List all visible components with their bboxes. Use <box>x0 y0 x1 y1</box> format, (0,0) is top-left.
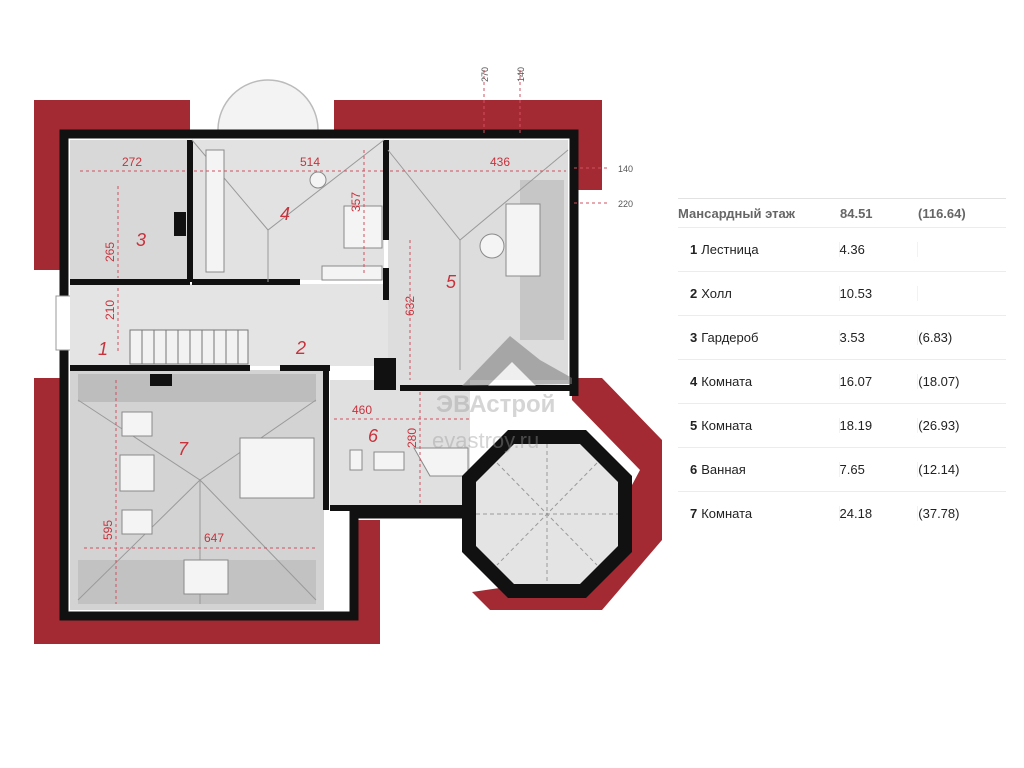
room-area-extra: (12.14) <box>918 462 960 477</box>
room-area-extra: (18.07) <box>918 374 960 389</box>
room-area: 7.65 <box>840 462 919 477</box>
room-floors <box>70 140 568 610</box>
room-number: 6 <box>368 426 379 446</box>
room-area-extra: (26.93) <box>918 418 960 433</box>
room-index: 5 <box>690 418 698 433</box>
floor-plan: 272 514 436 357 265 210 632 460 280 595 … <box>34 67 662 644</box>
room-area: 3.53 <box>840 330 919 345</box>
room-number: 7 <box>178 439 189 459</box>
dim-label: 210 <box>103 300 117 320</box>
dim-label-small: 140 <box>516 67 526 82</box>
column-3 <box>174 212 186 236</box>
column-7 <box>150 374 172 386</box>
dim-label-small: 140 <box>618 164 633 174</box>
dim-label: 436 <box>490 155 510 169</box>
dim-label: 632 <box>403 296 417 316</box>
dim-label: 460 <box>352 403 372 417</box>
interior-walls <box>70 140 570 511</box>
chimney <box>374 358 396 390</box>
watermark-site: evastroy.ru <box>432 428 539 453</box>
room-name: Ванная <box>701 462 746 477</box>
dim-label: 357 <box>349 192 363 212</box>
room-area: 10.53 <box>840 286 919 301</box>
dim-label-small: 270 <box>480 67 490 82</box>
dimension-lines <box>80 70 610 604</box>
room-area: 16.07 <box>840 374 919 389</box>
room-name: Лестница <box>701 242 759 257</box>
room-area-extra: (37.78) <box>918 506 960 521</box>
room-index: 4 <box>690 374 698 389</box>
total-area: 84.51 <box>840 205 873 221</box>
watermark-brand: ЭВАстрой <box>436 391 555 418</box>
room-number: 1 <box>98 339 108 359</box>
dim-label: 280 <box>405 428 419 448</box>
room-number: 5 <box>446 272 457 292</box>
room-index: 2 <box>690 286 698 301</box>
watermark-logo: ЭВАстрой evastroy.ru <box>432 336 572 453</box>
room-name: Холл <box>701 286 732 301</box>
dim-label: 647 <box>204 531 224 545</box>
room-area: 18.19 <box>840 418 919 433</box>
outer-walls <box>59 129 579 621</box>
stair-opening-left <box>55 295 73 351</box>
room-area: 24.18 <box>840 506 919 521</box>
room-name: Комната <box>701 418 753 433</box>
room-index: 7 <box>690 506 698 521</box>
room-number: 3 <box>136 230 146 250</box>
dim-label: 595 <box>101 520 115 540</box>
floor-label: Мансардный этаж <box>678 205 795 221</box>
dim-label: 265 <box>103 242 117 262</box>
room-area: 4.36 <box>840 242 919 257</box>
dim-label: 272 <box>122 155 142 169</box>
room-name: Комната <box>701 506 753 521</box>
room-area-extra: (6.83) <box>918 330 953 345</box>
dim-label-small: 220 <box>618 199 633 209</box>
room-number: 2 <box>295 338 306 358</box>
octagon-tower <box>462 430 632 598</box>
room-name: Гардероб <box>701 330 759 345</box>
total-area-extra: (116.64) <box>918 205 966 221</box>
room-index: 6 <box>690 462 698 477</box>
dim-label: 514 <box>300 155 320 169</box>
bay-window-arc <box>217 79 319 131</box>
room-number: 4 <box>280 204 290 224</box>
furniture <box>119 149 541 595</box>
room-name: Комната <box>701 374 753 389</box>
area-table-header: Мансардный этаж 84.51 (116.64) <box>678 198 1006 227</box>
room-index: 1 <box>690 242 698 257</box>
room-index: 3 <box>690 330 698 345</box>
staircase <box>129 329 249 365</box>
